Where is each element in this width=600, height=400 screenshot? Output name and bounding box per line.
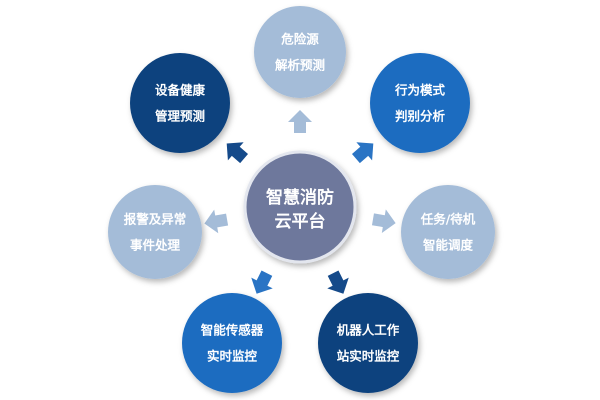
node-label-equipment-health-line-1: 设备健康 — [155, 83, 206, 98]
node-circle-hazard-analysis — [254, 6, 346, 98]
node-label-task-scheduling-line-1: 任务/待机 — [420, 212, 476, 227]
node-circle-robot-monitoring — [318, 293, 418, 393]
arrow-to-sensor-monitoring — [251, 270, 273, 294]
arrow-to-robot-monitoring — [327, 270, 349, 294]
node-label-task-scheduling-line-2: 智能调度 — [422, 238, 474, 253]
node-label-sensor-monitoring-line-1: 智能传感器 — [200, 323, 264, 338]
node-label-equipment-health-line-2: 管理预测 — [155, 109, 205, 124]
module-nodes: 危险源解析预测行为模式判别分析任务/待机智能调度机器人工作站实时监控智能传感器实… — [108, 6, 495, 393]
arrow-to-hazard-analysis — [288, 110, 312, 133]
arrow-to-alarm-handling — [204, 209, 229, 234]
center-hub: 智慧消防 云平台 — [243, 150, 357, 264]
arrow-to-behavior-analysis — [351, 142, 374, 164]
node-circle-sensor-monitoring — [182, 293, 282, 393]
node-label-hazard-analysis-line-1: 危险源 — [280, 32, 319, 47]
node-circle-equipment-health — [130, 53, 230, 153]
node-label-behavior-analysis-line-2: 判别分析 — [395, 109, 446, 124]
node-label-robot-monitoring-line-1: 机器人工作 — [337, 323, 400, 338]
node-label-alarm-handling-line-2: 事件处理 — [130, 238, 181, 253]
connector-arrows — [204, 110, 396, 294]
center-title-line-2: 云平台 — [275, 211, 326, 232]
center-circle — [243, 150, 357, 264]
center-title-line-1: 智慧消防 — [266, 187, 334, 208]
node-circle-alarm-handling — [108, 185, 202, 279]
node-label-sensor-monitoring-line-2: 实时监控 — [207, 349, 258, 364]
arrow-to-equipment-health — [226, 142, 249, 164]
node-label-robot-monitoring-line-2: 站实时监控 — [337, 349, 400, 364]
node-label-hazard-analysis-line-2: 解析预测 — [275, 58, 325, 73]
node-circle-task-scheduling — [401, 185, 495, 279]
node-label-behavior-analysis-line-1: 行为模式 — [394, 83, 446, 98]
node-label-alarm-handling-line-1: 报警及异常 — [124, 212, 187, 227]
arrow-to-task-scheduling — [371, 209, 396, 233]
node-circle-behavior-analysis — [370, 53, 470, 153]
